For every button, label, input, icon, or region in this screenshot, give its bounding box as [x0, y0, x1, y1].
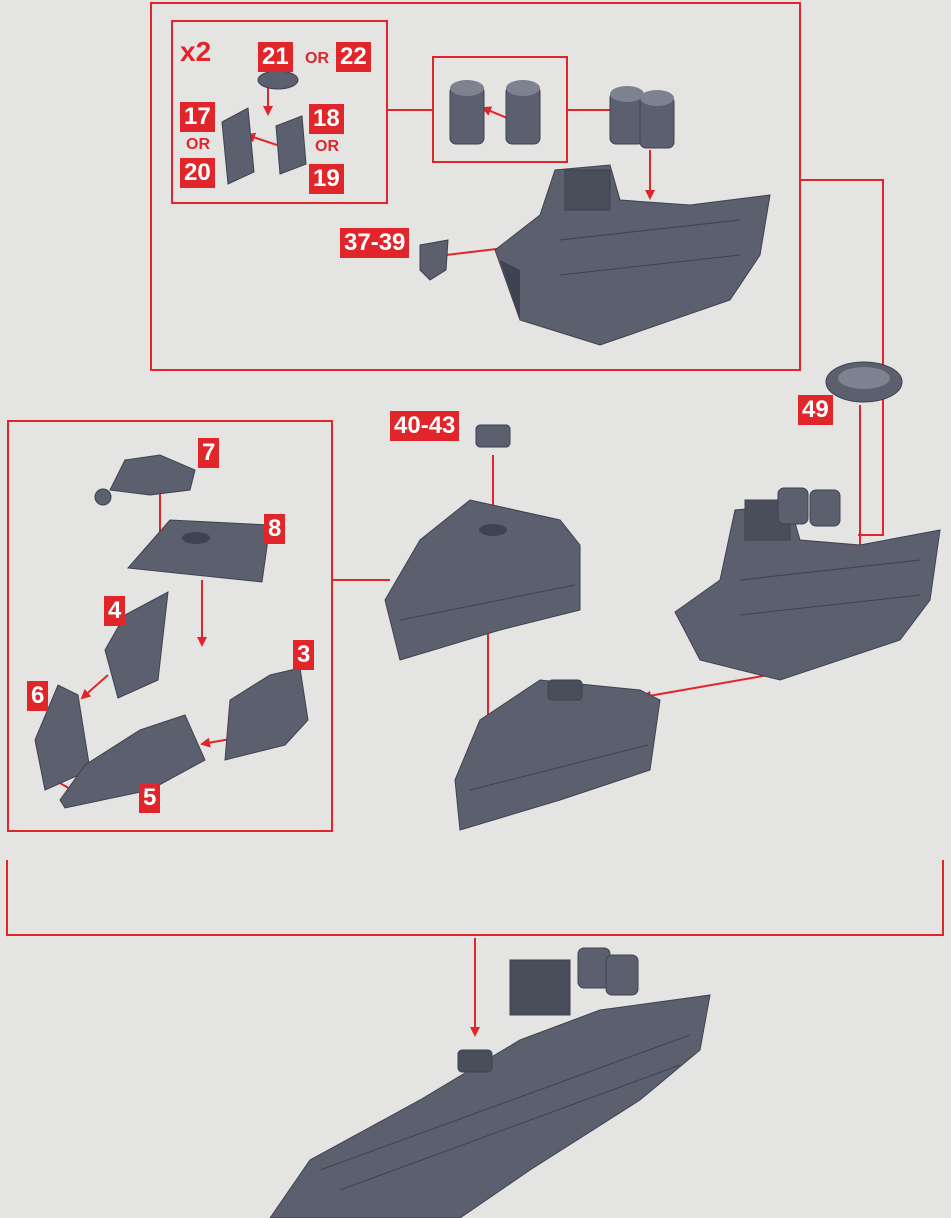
or-label-17-20: OR	[186, 136, 210, 154]
quantity-label: x2	[180, 36, 211, 68]
bow-hull-icon	[385, 500, 580, 660]
assembled-ship-icon	[270, 948, 710, 1218]
part-20-label: 20	[180, 158, 215, 188]
part-21-label: 21	[258, 42, 293, 72]
part-8-label: 8	[264, 514, 285, 544]
or-label-21-22: OR	[305, 50, 329, 68]
engine-pair-box	[432, 56, 568, 163]
part-40-43-label: 40-43	[390, 411, 459, 441]
parts-middle	[385, 425, 660, 830]
part-19-label: 19	[309, 164, 344, 194]
part-3-label: 3	[293, 640, 314, 670]
or-label-18-19: OR	[315, 138, 339, 156]
part-5-label: 5	[139, 783, 160, 813]
hull-stern-right-icon	[675, 488, 940, 680]
launcher-icon	[476, 425, 510, 447]
part-6-label: 6	[27, 681, 48, 711]
bow-hull-assembled-icon	[455, 680, 660, 830]
connector-top-to-right-hull	[800, 180, 883, 535]
arrow-right-hull-to-ship	[643, 673, 780, 697]
part-17-label: 17	[180, 102, 215, 132]
left-assembly-box	[7, 420, 333, 832]
part-7-label: 7	[198, 438, 219, 468]
part-22-label: 22	[336, 42, 371, 72]
bracket-bottom	[7, 860, 943, 935]
part-4-label: 4	[104, 596, 125, 626]
part-37-39-label: 37-39	[340, 228, 409, 258]
part-49-label: 49	[798, 395, 833, 425]
part-18-label: 18	[309, 104, 344, 134]
